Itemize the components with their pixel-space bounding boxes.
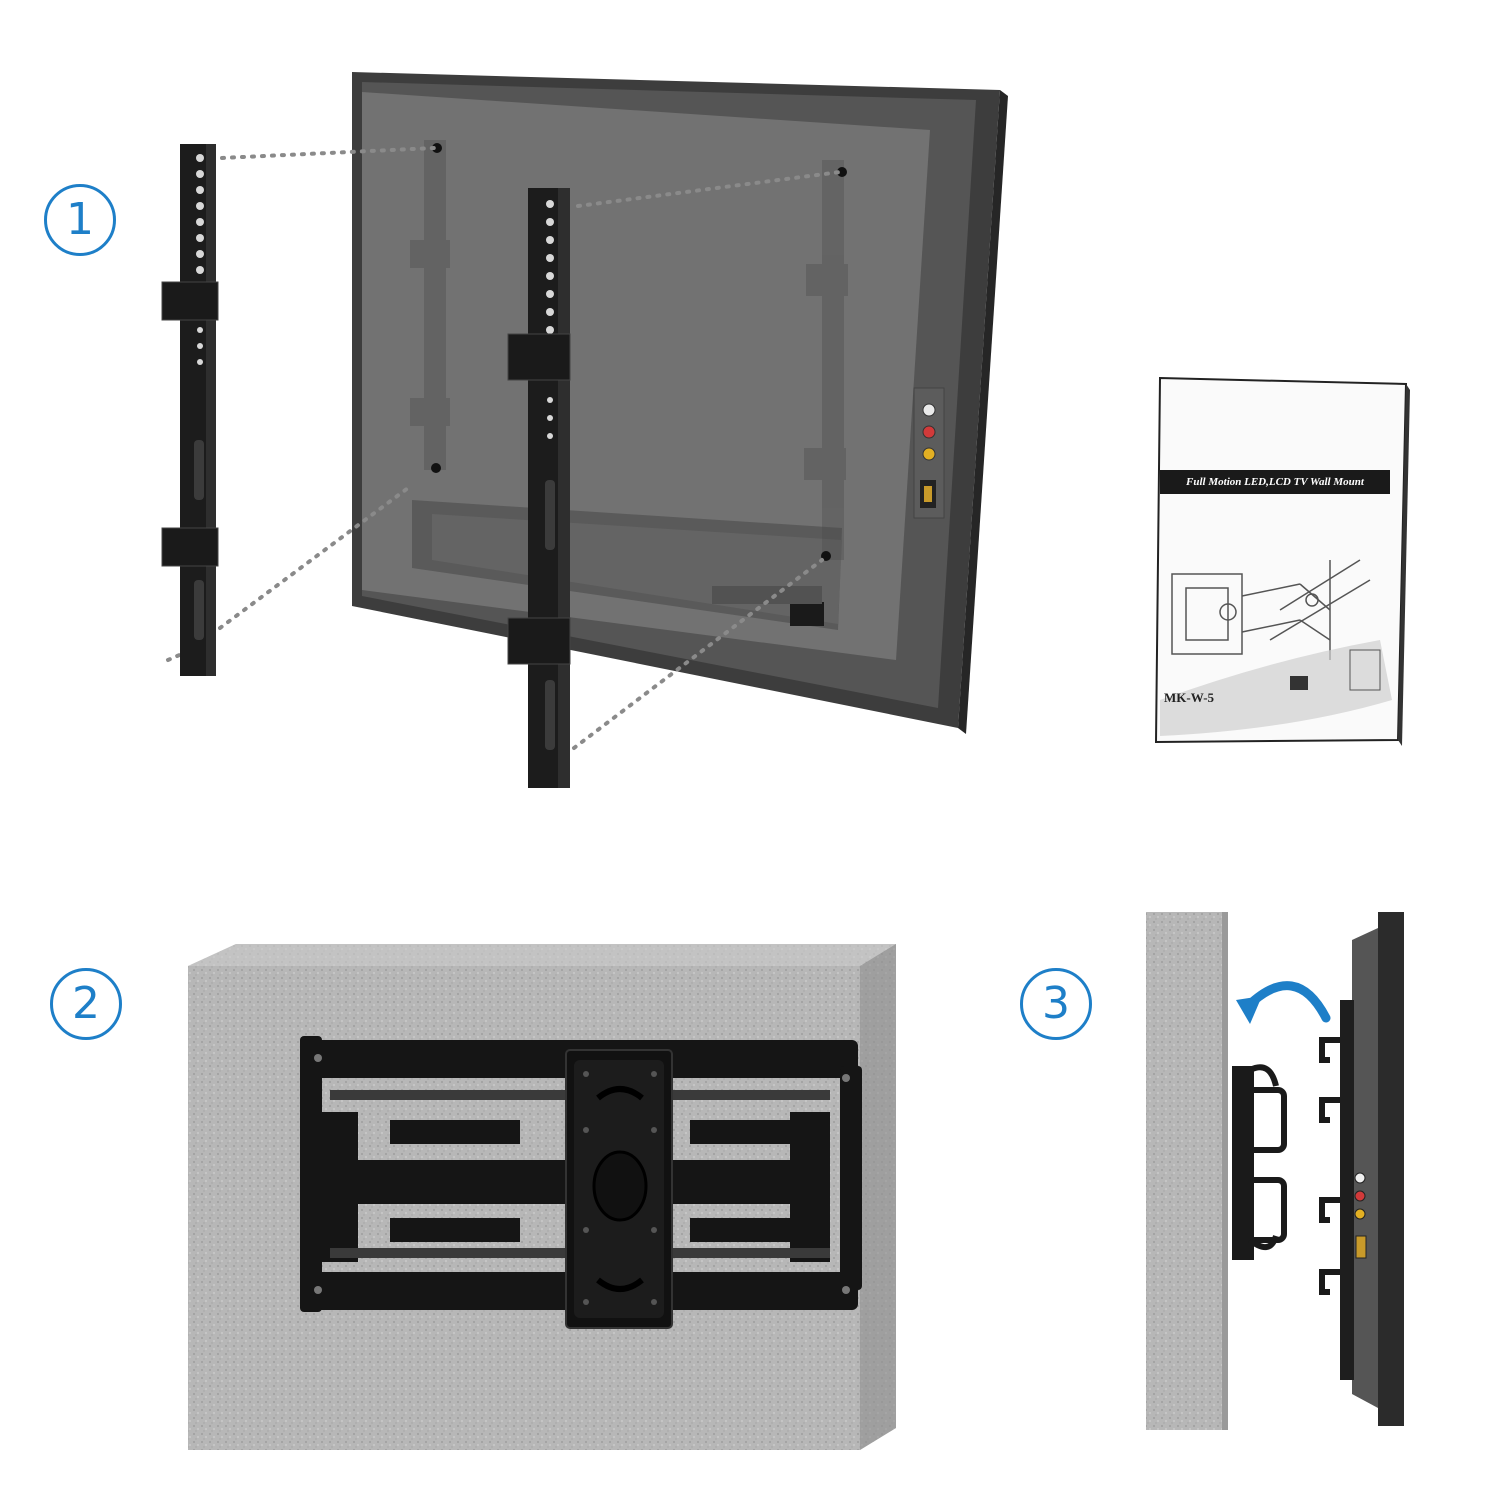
step-3-badge: 3 <box>1020 968 1092 1040</box>
manual-title: Full Motion LED,LCD TV Wall Mount <box>1160 470 1390 494</box>
tv-back-illustration <box>352 72 1008 734</box>
step-1-badge: 1 <box>44 184 116 256</box>
step-2-badge: 2 <box>50 968 122 1040</box>
side-view-illustration <box>1146 912 1404 1430</box>
wall-mount-illustration <box>188 944 896 1450</box>
right-vertical-bracket <box>507 188 571 788</box>
manual-booklet <box>1154 376 1410 746</box>
left-vertical-bracket <box>161 144 219 676</box>
manual-model-number: MK-W-5 <box>1164 690 1215 705</box>
